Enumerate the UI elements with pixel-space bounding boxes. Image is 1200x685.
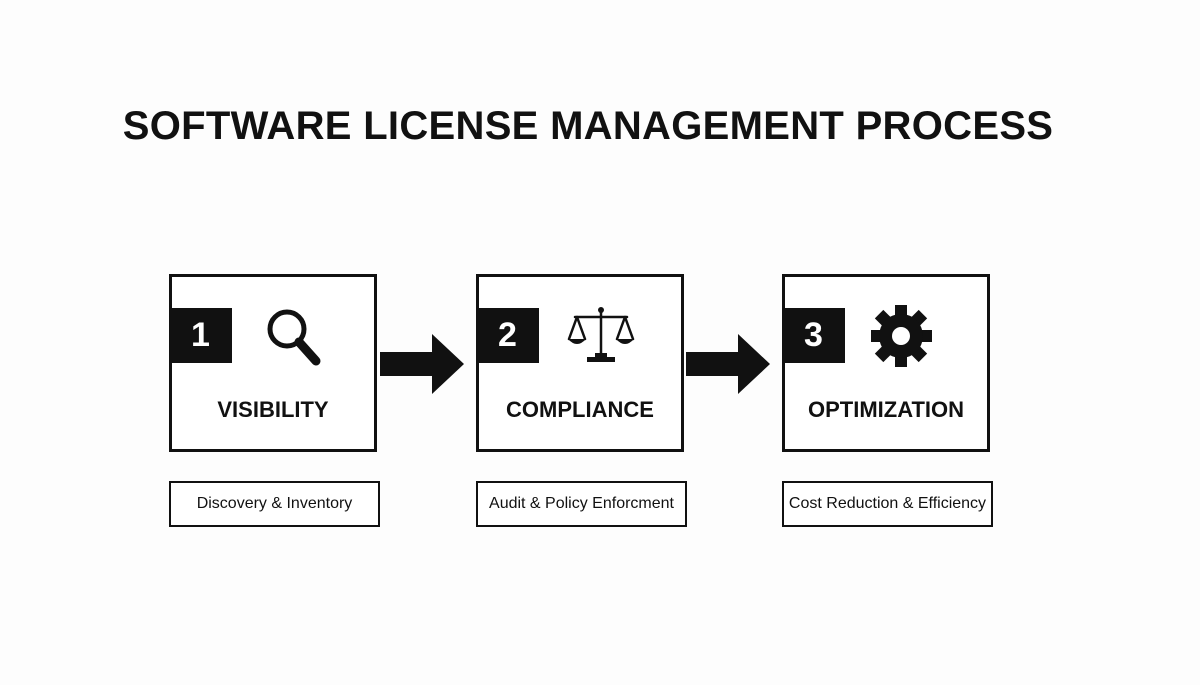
step-number-badge: 2 bbox=[476, 308, 539, 363]
step-number-badge: 1 bbox=[169, 308, 232, 363]
step-number-badge: 3 bbox=[782, 308, 845, 363]
step-title: COMPLIANCE bbox=[506, 397, 654, 422]
step-box-compliance: 2 COMPLIANCE bbox=[476, 274, 684, 452]
gear-icon bbox=[871, 303, 943, 369]
step-title: VISIBILITY bbox=[217, 397, 329, 422]
step-caption: Cost Reduction & Efficiency bbox=[782, 481, 993, 527]
step-box-optimization: 3 OPTIMIZATION bbox=[782, 274, 990, 452]
step-caption: Discovery & Inventory bbox=[169, 481, 380, 527]
arrow-right-icon bbox=[684, 332, 772, 396]
diagram-title: SOFTWARE LICENSE MANAGEMENT PROCESS bbox=[122, 104, 1054, 148]
step-caption: Audit & Policy Enforcment bbox=[476, 481, 687, 527]
step-box-visibility: 1 VISIBILITY bbox=[169, 274, 377, 452]
magnifying-glass-icon bbox=[258, 303, 330, 369]
arrow-right-icon bbox=[378, 332, 466, 396]
balance-scale-icon bbox=[565, 303, 637, 369]
step-title: OPTIMIZATION bbox=[807, 397, 965, 422]
